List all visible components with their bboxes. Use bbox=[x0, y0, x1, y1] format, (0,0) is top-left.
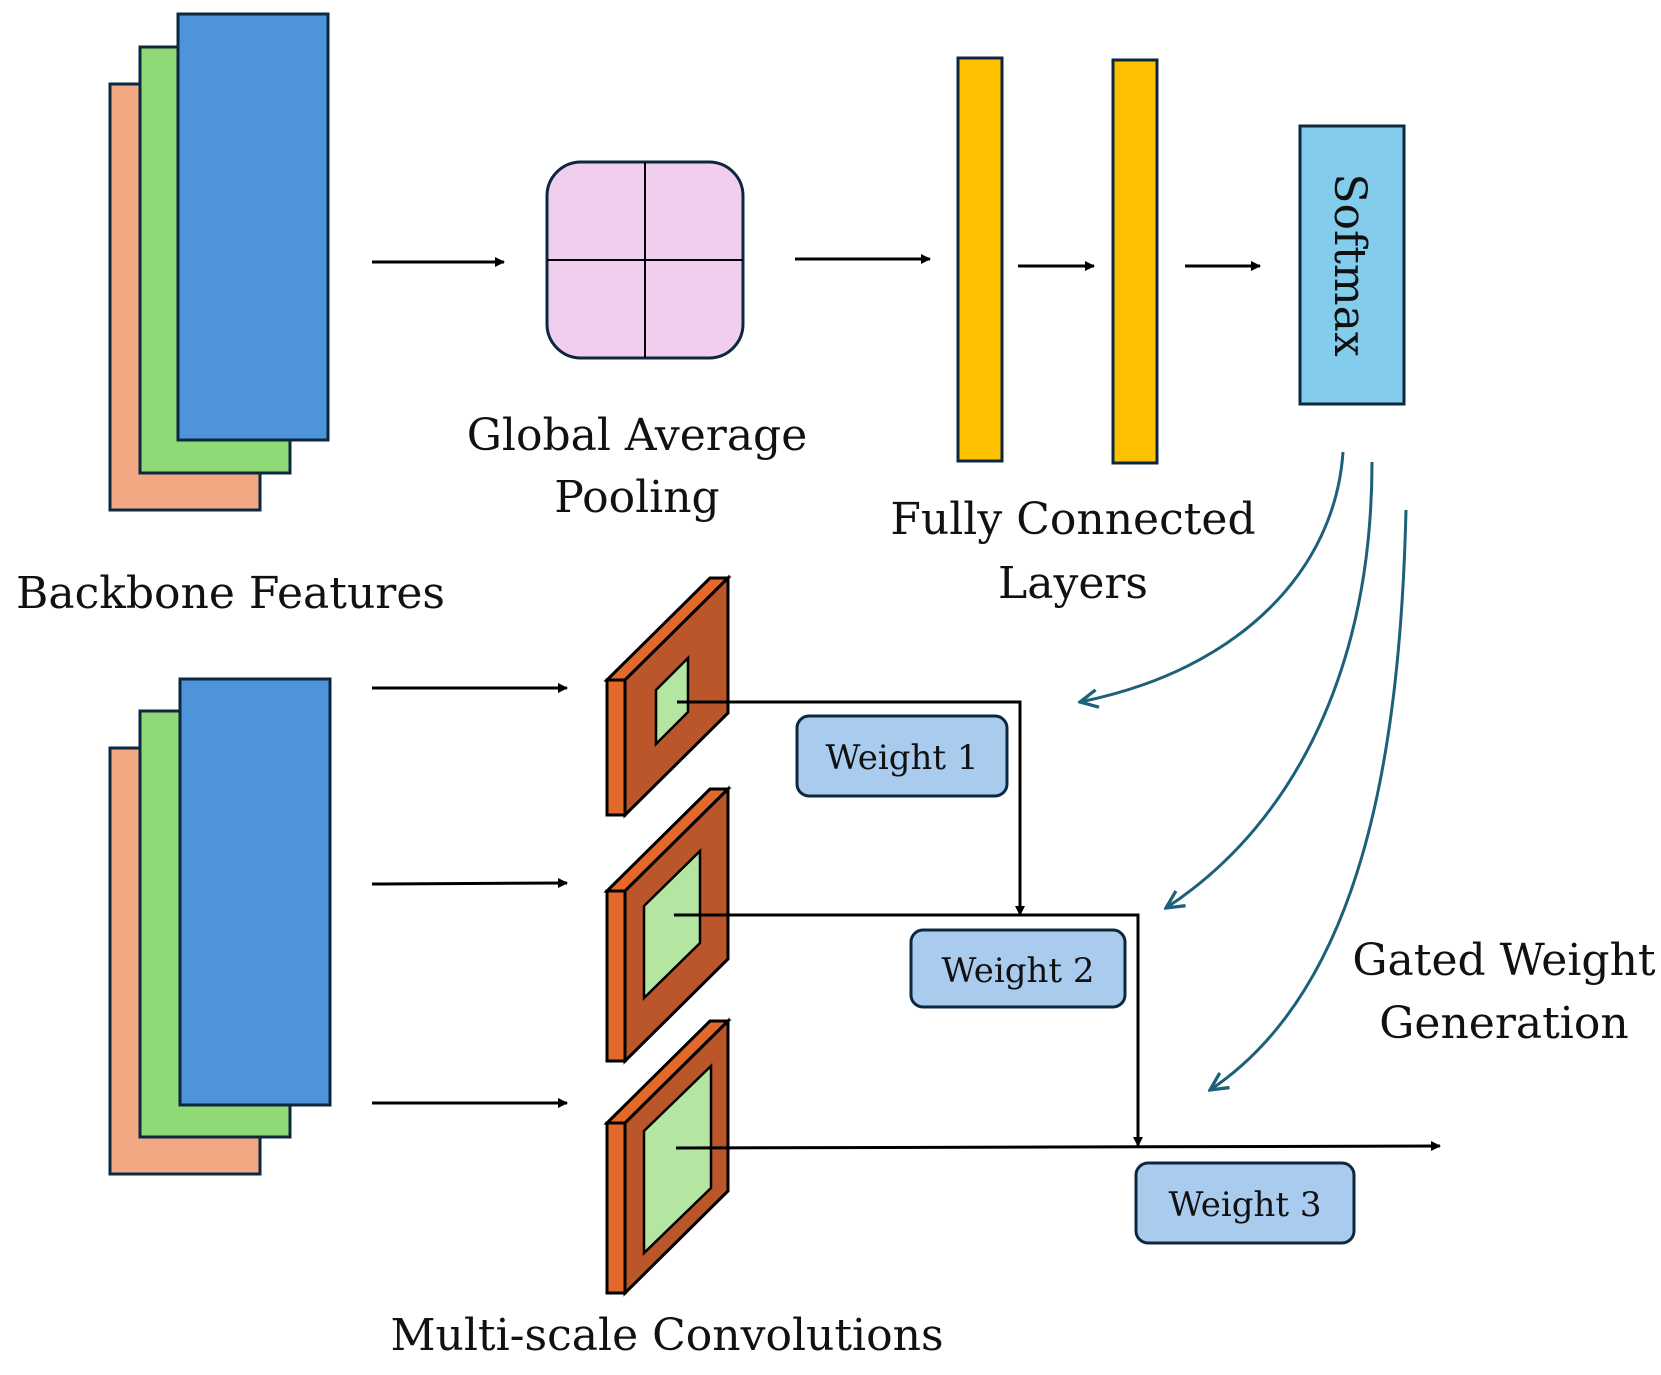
pooling-label-line2: Pooling bbox=[554, 472, 719, 523]
weight-1-box bbox=[795, 714, 1009, 798]
multiscale-convolutions-label: Multi-scale Convolutions bbox=[390, 1310, 943, 1361]
fc-label-line1: Fully Connected bbox=[890, 494, 1255, 545]
weight-box-2: Weight 2 bbox=[909, 928, 1127, 1009]
input-features-stack bbox=[108, 677, 332, 1176]
input-map-blue bbox=[178, 677, 332, 1107]
arrow-input-to-conv-2 bbox=[371, 878, 568, 889]
gate-arrow-to-weight-1 bbox=[1080, 451, 1345, 702]
weight-2-box bbox=[909, 928, 1127, 1009]
global-average-pooling-block bbox=[545, 160, 745, 360]
gated-label-line1: Gated Weight bbox=[1352, 935, 1656, 986]
fc-layer-2 bbox=[1111, 58, 1159, 465]
feature-map-blue bbox=[176, 12, 330, 442]
conv-3-side bbox=[605, 1121, 627, 1295]
pooling-label-line1: Global Average bbox=[467, 410, 808, 461]
softmax-label: Softmax bbox=[1324, 173, 1375, 357]
backbone-features-label: Backbone Features bbox=[16, 568, 445, 619]
weight-3-label: Weight 3 bbox=[1169, 1185, 1322, 1225]
gate-arrow-to-weight-3 bbox=[1210, 509, 1408, 1090]
path-conv3-output bbox=[675, 1141, 1441, 1152]
path-conv1-weight bbox=[677, 700, 1025, 916]
softmax-block bbox=[1298, 124, 1406, 406]
weight-box-3: Weight 3 bbox=[1134, 1161, 1356, 1245]
weight-1-label: Weight 1 bbox=[826, 738, 979, 778]
conv-2-side bbox=[605, 889, 627, 1063]
conv-1-side bbox=[605, 678, 627, 817]
conv-block-1 bbox=[603, 574, 732, 819]
fc-layer-1 bbox=[956, 56, 1004, 463]
conv-2-kernel bbox=[642, 848, 702, 1001]
fc-label-line2: Layers bbox=[998, 558, 1148, 609]
backbone-features-stack bbox=[108, 12, 330, 512]
weight-2-label: Weight 2 bbox=[942, 951, 1095, 991]
conv-3-kernel bbox=[642, 1063, 713, 1256]
conv-block-3 bbox=[603, 1017, 732, 1297]
weight-3-box bbox=[1134, 1161, 1356, 1245]
conv-block-2 bbox=[603, 785, 732, 1065]
weight-box-1: Weight 1 bbox=[795, 714, 1009, 798]
conv-1-kernel bbox=[654, 654, 690, 748]
gate-arrow-to-weight-2 bbox=[1166, 461, 1374, 908]
path-conv2-weight bbox=[674, 913, 1143, 1147]
gated-label-line2: Generation bbox=[1379, 998, 1628, 1049]
